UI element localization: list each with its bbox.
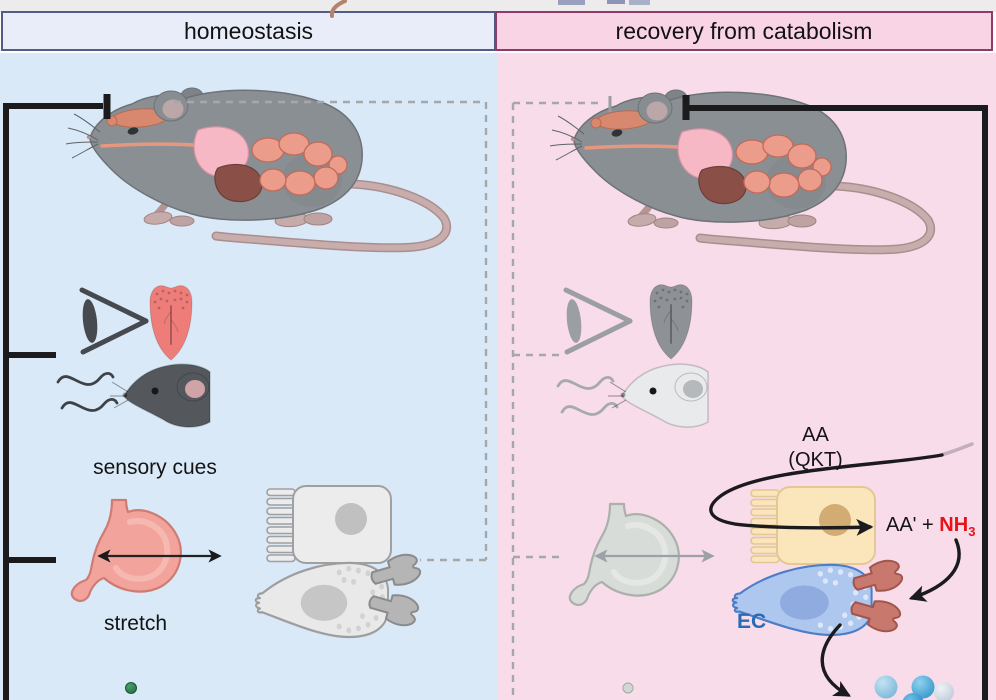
- aa-label: AA: [802, 424, 829, 446]
- serotonin-molecule: [911, 675, 935, 699]
- reaction-label: AA' + NH3: [886, 514, 975, 539]
- top-strip: [0, 0, 996, 12]
- mouse-with-organs-icon-left: [66, 88, 447, 248]
- qkt-label: (QKT): [788, 449, 843, 471]
- aa-arrow-fade: [939, 442, 974, 457]
- eye-icon-right: [565, 290, 630, 352]
- reaction-prefix: AA' +: [886, 514, 940, 536]
- sniffing-mouse-icon-right: [607, 363, 709, 428]
- ec-label: EC: [737, 610, 767, 633]
- serotonin-molecule: [874, 675, 898, 699]
- enterocyte-cell-left: [267, 486, 391, 563]
- right-pathway-line: [689, 105, 988, 700]
- eye-icon-left: [81, 290, 146, 352]
- nh3-to-receptor-arrow: [908, 538, 961, 602]
- mouse-with-organs-icon-right: [550, 90, 931, 250]
- left-bracket-line: [3, 103, 103, 700]
- gray-molecule: [622, 682, 634, 694]
- tongue-icon-left: [149, 284, 193, 361]
- stretch-label: stretch: [103, 612, 168, 635]
- enteroendocrine-cell-left: [255, 562, 388, 637]
- sensory-cues-label: sensory cues: [93, 456, 217, 479]
- aa-deamination-arrow: [709, 453, 944, 536]
- dashed-pathway: [174, 100, 604, 700]
- homeostasis-header-label: homeostasis: [183, 17, 314, 44]
- serotonin-molecule: [934, 682, 954, 700]
- nh3-label: NH3: [939, 514, 976, 539]
- sniffing-mouse-icon-left: [109, 363, 211, 428]
- tongue-icon-right: [649, 283, 693, 360]
- cropped-figure-remnant: [329, 0, 650, 18]
- serotonin-molecules: [874, 675, 954, 700]
- recovery-header: recovery from catabolism: [495, 11, 993, 51]
- serotonin-molecule: [902, 693, 924, 700]
- ec-to-serotonin-arrow: [820, 623, 851, 697]
- inhibition-pathways: [3, 94, 988, 700]
- stomach-icon-left: [71, 500, 181, 601]
- stomach-icon-right: [569, 504, 679, 605]
- odor-waves-icon-left: [56, 371, 119, 412]
- green-molecule: [125, 682, 137, 694]
- recovery-header-label: recovery from catabolism: [615, 17, 873, 44]
